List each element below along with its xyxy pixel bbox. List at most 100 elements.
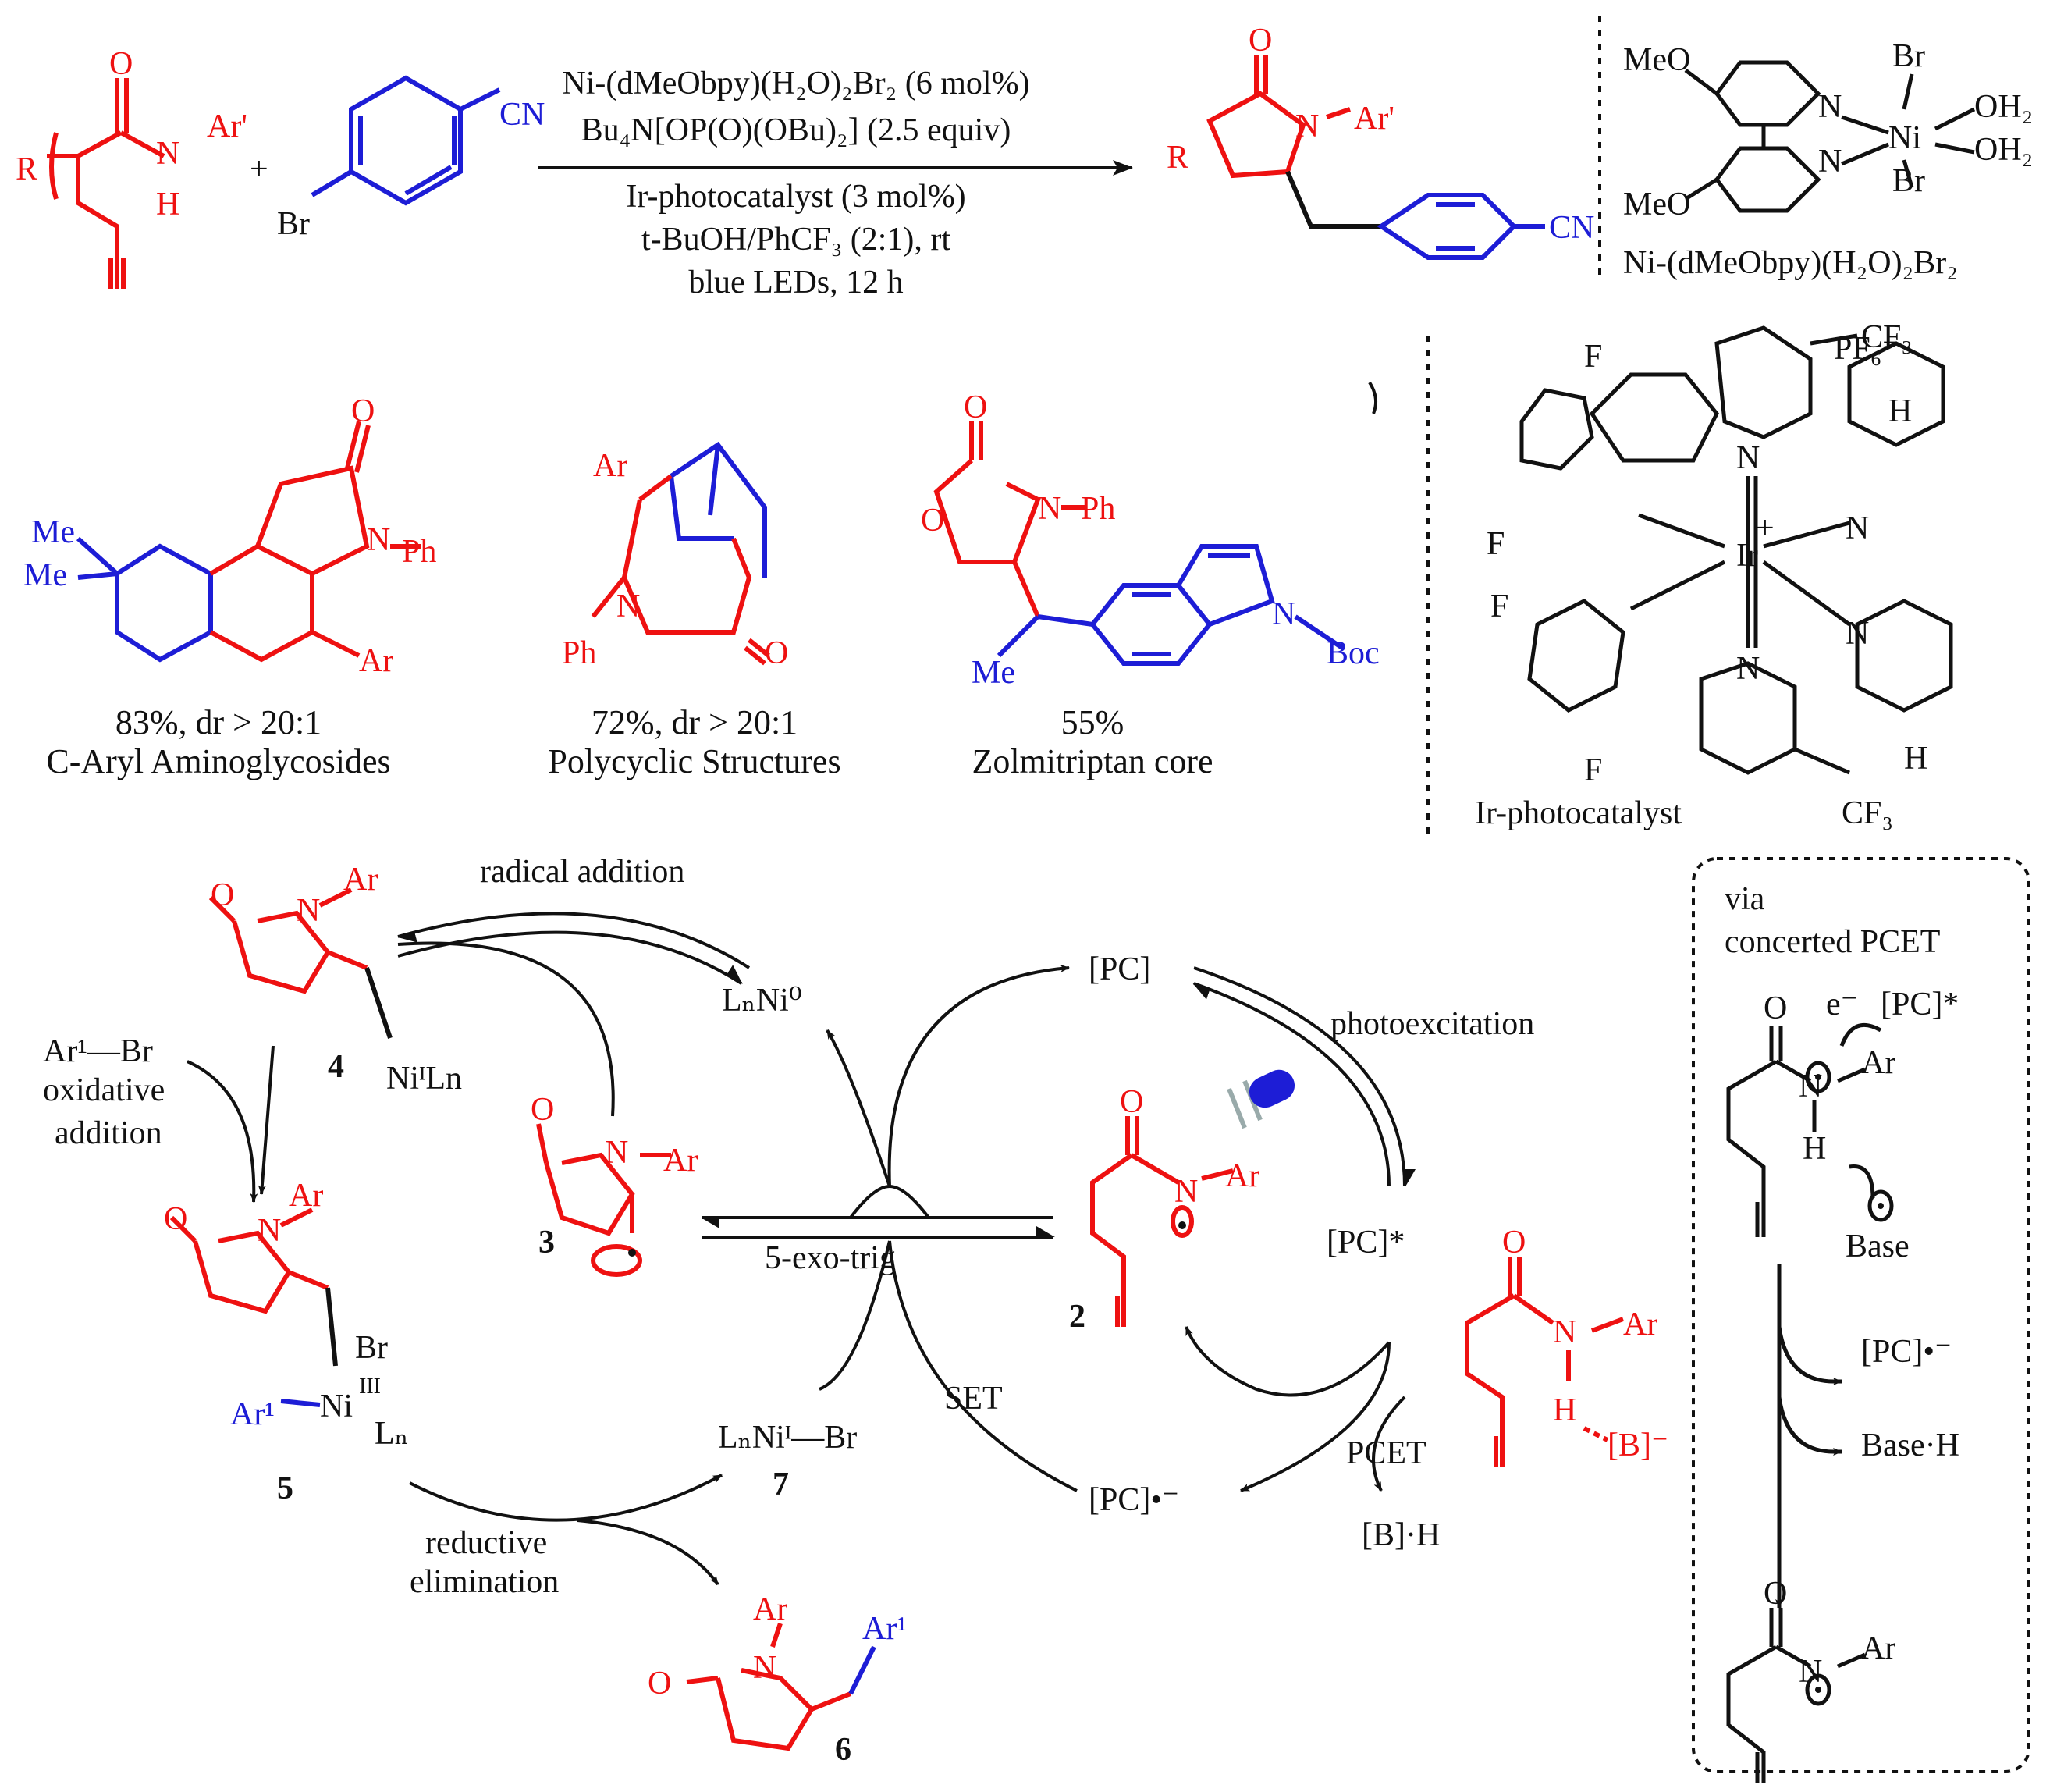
ex3-label: Zolmitriptan core <box>972 742 1213 780</box>
c5-ni-oxidation: III <box>359 1374 381 1399</box>
five-exo-trig-label: 5-exo-trig <box>765 1240 896 1276</box>
compound-6-number: 6 <box>835 1732 851 1768</box>
photoexcitation-label: photoexcitation <box>1330 1006 1534 1042</box>
c4-ar: Ar <box>343 862 378 898</box>
c5-to-c7-arrow <box>409 1474 723 1522</box>
ex3-o-top: O <box>964 389 987 425</box>
reductive-elimination-line1: reductive <box>425 1525 547 1561</box>
set-arc <box>888 1240 1078 1492</box>
ex2-label: Polycyclic Structures <box>548 742 840 780</box>
ex2-o: O <box>765 635 788 671</box>
pcet-box-title-line2: concerted PCET <box>1725 924 1940 960</box>
ir-cf3-bottom: CF₃ <box>1842 795 1893 831</box>
pcet-box-o-bottom: O <box>1764 1576 1787 1612</box>
c6-o: O <box>648 1666 671 1701</box>
ni-catalyst-caption: Ni-(dMeObpy)(H₂O)₂Br₂ <box>1623 245 1958 281</box>
substrate-ar: Ar' <box>207 108 247 144</box>
radical-addition-label: radical addition <box>480 854 684 890</box>
product-r: R <box>1167 140 1188 176</box>
substrate-n: N <box>156 136 179 172</box>
ir-n-right: N <box>1846 510 1869 546</box>
pcet-box-pc-radical-anion: [PC]•⁻ <box>1861 1334 1952 1370</box>
ln-ni0-label: LₙNi⁰ <box>722 983 802 1019</box>
c6-ar: Ar <box>753 1591 787 1627</box>
c5-ar1: Ar¹ <box>230 1396 275 1432</box>
ir-h-bottom: H <box>1904 741 1927 777</box>
pcet-box-n-bottom: N <box>1799 1654 1822 1690</box>
c4-n: N <box>297 893 320 929</box>
condition-ni: Ni-(dMeObpy)(H₂O)₂Br₂ (6 mol%) <box>562 66 1029 101</box>
ex3-n: N <box>1038 491 1061 527</box>
pcet-box-pc-star: [PC]* <box>1881 987 1959 1022</box>
amide-hb-h: H <box>1553 1392 1576 1428</box>
ir-h-top: H <box>1888 393 1912 429</box>
amide-hb-n: N <box>1553 1314 1576 1350</box>
c3-ar: Ar <box>663 1143 698 1179</box>
pc-star-label: [PC]* <box>1327 1225 1405 1260</box>
ex1-o: O <box>351 393 375 429</box>
ir-f1: F <box>1584 339 1602 375</box>
ex3-me: Me <box>972 655 1015 691</box>
c3-to-c4-arc <box>397 941 615 1117</box>
c4-to-c5-arrow <box>258 1045 275 1195</box>
c2-ar: Ar <box>1225 1158 1259 1194</box>
oxidative-addition-line1: oxidative <box>43 1072 165 1108</box>
pcet-box-title-line1: via <box>1725 881 1765 917</box>
condition-light: blue LEDs, 12 h <box>688 265 903 300</box>
aryl-cn: CN <box>499 97 545 133</box>
c2-o: O <box>1120 1084 1143 1120</box>
ni-meo-bottom: MeO <box>1623 187 1690 222</box>
product-ar: Ar' <box>1354 101 1394 137</box>
pcet-box-e-minus: e⁻ <box>1826 987 1858 1022</box>
c4-o: O <box>211 877 234 913</box>
ni-center: Ni <box>1888 120 1921 156</box>
pcet-box-ar-top: Ar <box>1861 1045 1895 1081</box>
pcet-box-n-top: N <box>1799 1068 1822 1104</box>
ex3-boc: Boc <box>1327 635 1380 671</box>
c7-ln-ni-br: LₙNiᴵ—Br <box>718 1420 857 1456</box>
compound-7-number: 7 <box>773 1467 789 1502</box>
ir-f3: F <box>1490 588 1508 624</box>
set-label: SET <box>944 1381 1003 1417</box>
ir-f2: F <box>1487 526 1505 562</box>
pc-label: [PC] <box>1089 951 1150 987</box>
example-polycyclic: Ar N Ph O 72%, dr > 20:1 Polycyclic Stru… <box>548 441 841 780</box>
ex1-me2: Me <box>23 557 67 593</box>
ir-center: Ir <box>1736 538 1758 574</box>
substrate-r: R <box>16 151 37 187</box>
oxidative-addition-line2: addition <box>55 1115 162 1151</box>
set-to-c7-arc <box>819 1240 891 1391</box>
pcet-to-bh-arrow <box>1372 1396 1406 1492</box>
ex2-yield: 72%, dr > 20:1 <box>592 703 798 741</box>
ar1-br-label: Ar¹—Br <box>43 1033 153 1069</box>
pcet-label: PCET <box>1346 1435 1426 1471</box>
ex3-yield: 55% <box>1061 703 1124 741</box>
led-icon <box>1227 1069 1295 1129</box>
aryl-bromide <box>311 75 501 206</box>
pcet-box-base: Base <box>1846 1228 1910 1264</box>
amide-hb-ar: Ar <box>1623 1307 1657 1342</box>
product-o: O <box>1249 23 1272 59</box>
reductive-elimination-arrow <box>577 1519 719 1586</box>
oxidative-addition-arrow <box>187 1060 258 1203</box>
substrate-labels: O R N H Ar' <box>16 46 247 222</box>
ni-br-top: Br <box>1892 38 1925 74</box>
compound-2-number: 2 <box>1069 1299 1085 1335</box>
ni-oh2-b: OH₂ <box>1974 132 2033 168</box>
ir-n-top: N <box>1736 440 1760 476</box>
c6-ar1: Ar¹ <box>862 1611 907 1647</box>
ex2-ar: Ar <box>593 448 627 484</box>
pcet-to-pc-anion-arrow <box>1240 1342 1391 1492</box>
ir-n-right2: N <box>1846 616 1869 652</box>
c5-ni: Ni <box>320 1388 353 1424</box>
radical-addition-forward <box>396 912 751 969</box>
pc-radical-anion-label: [PC]•⁻ <box>1089 1482 1179 1518</box>
compound-3-number: 3 <box>538 1225 555 1260</box>
ex1-ph: Ph <box>402 534 436 570</box>
ni-oh2-a: OH₂ <box>1974 89 2033 125</box>
b-minus-label: [B]⁻ <box>1608 1428 1668 1463</box>
c4-ni-ln: NiᴵLn <box>386 1061 462 1097</box>
example-aminoglycoside: Me Me O N Ph Ar 83%, dr > 20:1 C-Aryl Am… <box>23 393 436 780</box>
